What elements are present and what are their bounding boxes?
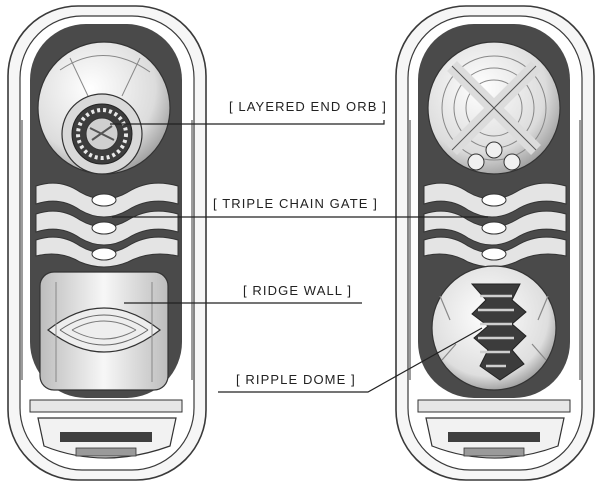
base-cap-left (29, 399, 183, 459)
layered-end-orb-right (427, 41, 561, 175)
ripple-dome-right (431, 265, 557, 391)
label-ridge-wall: [ RIDGE WALL ] (240, 283, 356, 299)
left-cutaway (7, 5, 207, 481)
label-ripple-dome: [ RIPPLE DOME ] (233, 372, 359, 388)
layered-end-orb-left (37, 41, 171, 175)
base-cap-right (417, 399, 571, 459)
leader-lines (110, 120, 488, 393)
triple-chain-gate-left (35, 182, 179, 268)
leader-layered-end-orb (110, 120, 385, 125)
ridge-wall-left (39, 271, 169, 391)
right-cutaway (395, 5, 595, 481)
leader-ripple-dome (218, 327, 483, 393)
triple-chain-gate-right (423, 182, 567, 268)
label-triple-chain-gate: [ TRIPLE CHAIN GATE ] (210, 196, 381, 212)
label-layered-end-orb: [ LAYERED END ORB ] (226, 99, 390, 115)
